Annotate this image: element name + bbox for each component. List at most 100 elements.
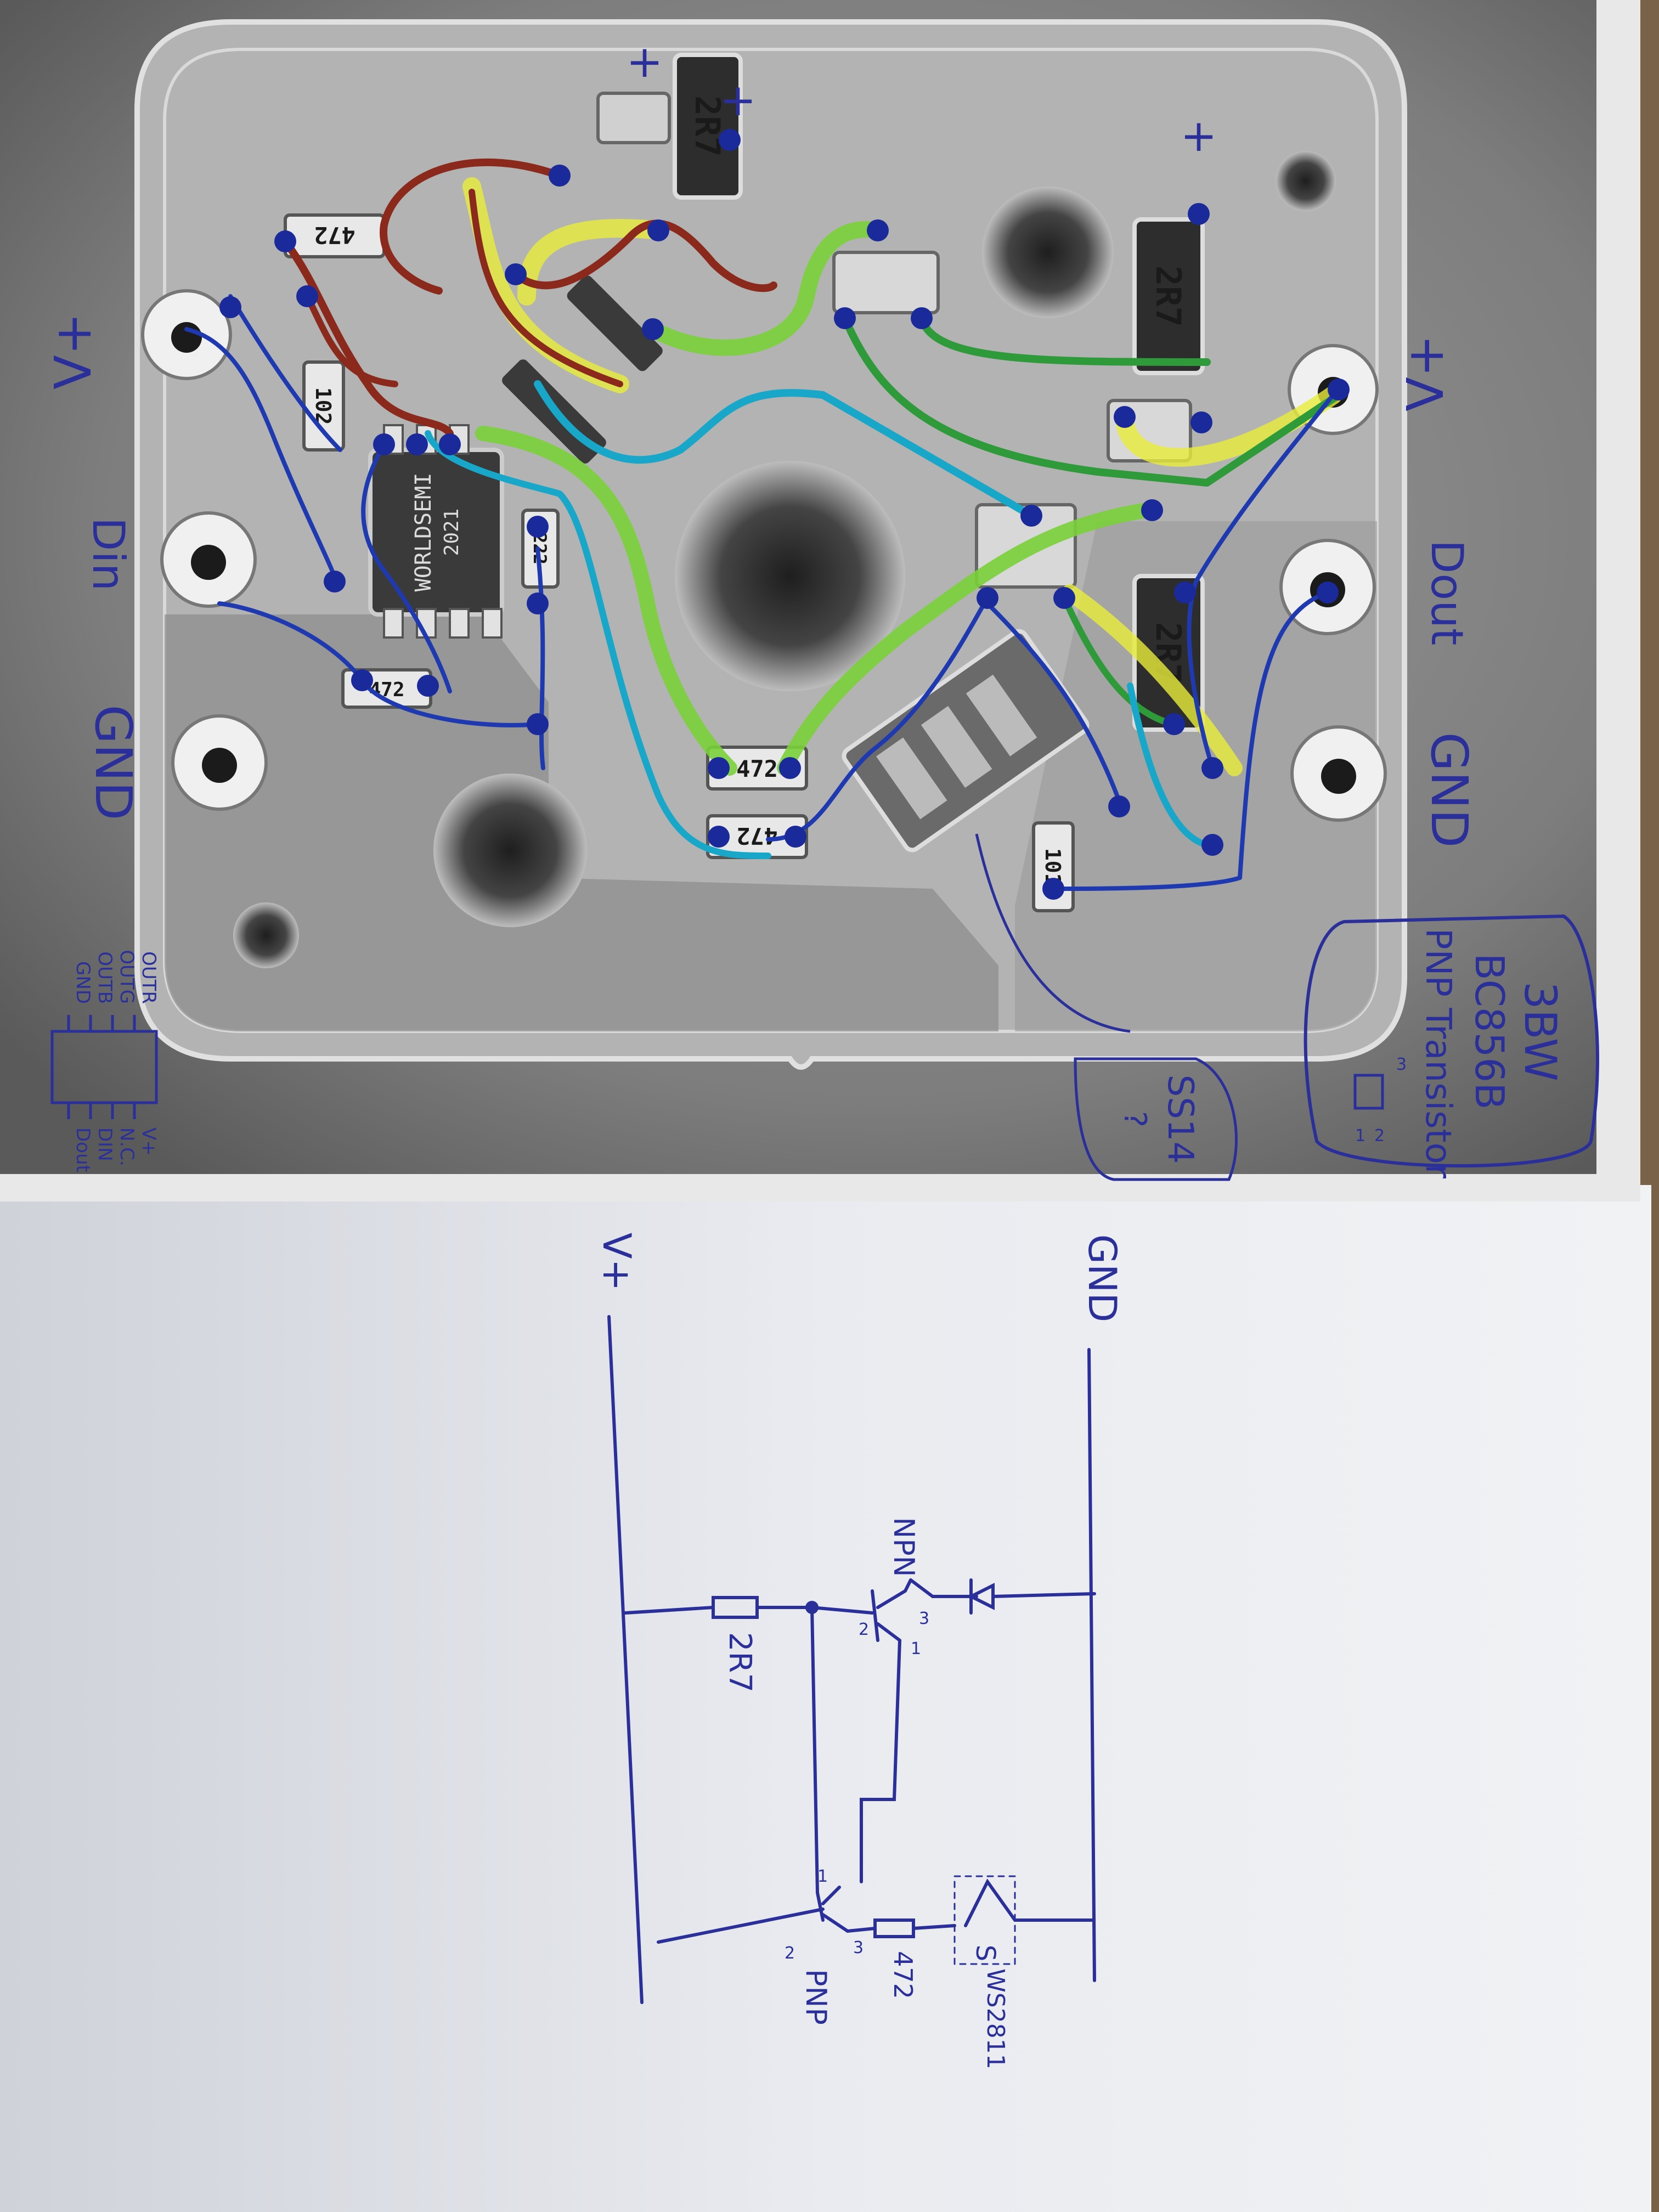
label-vplus-right: V+ <box>1396 335 1455 411</box>
pnp-pin-2: 2 <box>785 1944 795 1963</box>
hole-bottom-left <box>433 774 587 927</box>
transistor-note-bubble <box>1304 914 1599 1167</box>
schematic-label-gnd: GND <box>1080 1234 1125 1323</box>
resistor-472-a: 472 <box>284 213 386 258</box>
label-gnd-left: GND <box>84 705 143 821</box>
trace-green-1 <box>645 221 886 356</box>
schematic-switch <box>964 1878 1093 1927</box>
schematic <box>607 1315 1096 2004</box>
resistor-2r7-b: 2R7 <box>1132 217 1205 375</box>
ic-pin-gnd: GND <box>72 961 94 1004</box>
schottky-note: SS14 ? <box>975 833 1238 1181</box>
trace-cyan-2 <box>425 430 771 859</box>
label-dout: Dout <box>1421 540 1472 646</box>
trace-red-2 <box>304 293 398 387</box>
label-din: Din <box>83 517 134 591</box>
transistor-part: BC856B <box>1466 953 1513 1109</box>
schematic-label-npn: NPN <box>887 1517 920 1577</box>
trace-red-4 <box>469 189 623 387</box>
resistor-label-2r7-b: 2R7 <box>1148 266 1188 327</box>
solder-dots <box>219 129 1350 900</box>
trace-blue-1 <box>184 327 338 584</box>
schottky-question: ? <box>1117 1111 1153 1127</box>
label-plus-1: + <box>626 36 663 87</box>
resistor-102: 102 <box>302 360 345 452</box>
trace-green-6 <box>1061 595 1177 727</box>
schematic-npn <box>871 1578 912 1642</box>
ic-label-top: WORLDSEMI <box>411 473 436 592</box>
schematic-pnp <box>816 1886 849 1933</box>
schematic-wire-top <box>624 1606 715 1615</box>
pnp-pin-3: 3 <box>853 1938 864 1957</box>
copper-region-right <box>1015 521 1377 1031</box>
schottky-part: SS14 <box>1160 1075 1200 1164</box>
hole-top-right <box>982 187 1114 318</box>
schematic-label-vplus: V+ <box>594 1233 639 1291</box>
label-vplus-left: V+ <box>44 313 103 390</box>
led-chip <box>596 92 671 144</box>
schematic-label-ws2811: WS2811 <box>981 1968 1009 2069</box>
trace-cyan-1 <box>534 380 1035 520</box>
schematic-label-pnp: PNP <box>799 1969 832 2025</box>
ic-label-bottom: 2021 <box>441 509 463 556</box>
ic-pin-outb: OUTB <box>94 951 116 1004</box>
resistor-label-472-b: 472 <box>736 755 778 782</box>
label-plus-3: + <box>1180 110 1217 161</box>
transistor-note: 3BW BC856B PNP Transistor 1 2 3 <box>1353 928 1566 1179</box>
ic-pin-din: DIN <box>94 1127 116 1161</box>
trace-green-3 <box>918 314 1211 366</box>
trace-blue-2 <box>228 294 342 452</box>
trace-blue-5 <box>985 601 1121 803</box>
ws2811-ic: WORLDSEMI 2021 <box>368 448 504 617</box>
transistor-symbol-box <box>1353 1074 1384 1110</box>
resistor-label-2r7-a: 2R7 <box>687 95 727 157</box>
hole-small-bottom-left <box>233 902 299 968</box>
npn-pin-2: 2 <box>859 1620 869 1639</box>
ic-pin-nc: N.C. <box>116 1127 138 1166</box>
trace-yellow-4 <box>1062 584 1243 776</box>
center-hole <box>675 461 905 691</box>
ic-pin-outg: OUTG <box>116 950 138 1004</box>
trace-blue-3 <box>361 442 452 693</box>
trace-blue-7 <box>1187 393 1335 770</box>
npn-pin-1: 1 <box>911 1639 921 1658</box>
npn-pin-3: 3 <box>919 1609 929 1628</box>
resistor-label-472-d: 472 <box>369 679 404 701</box>
mounting-holes <box>233 151 1336 968</box>
trace-blue-4 <box>535 546 545 770</box>
trace-green-2 <box>841 314 1342 487</box>
label-plus-2: + <box>719 75 756 126</box>
photo-annotations: V+ Din GND V+ Dout GND + + + <box>44 36 1479 848</box>
copper-region-lower <box>165 614 998 1031</box>
schematic-label-2r7: 2R7 <box>722 1632 758 1692</box>
trace-cyan-3 <box>1127 682 1210 848</box>
transistor-type: PNP Transistor <box>1418 928 1458 1179</box>
ic-pinout-sketch: OUTR OUTG OUTB GND V+ N.C. DIN Dout <box>50 950 160 1172</box>
schottky-arrow <box>975 833 1131 1033</box>
smd-transistor-top <box>832 251 940 314</box>
schematic-label-472: 472 <box>888 1951 918 1999</box>
schematic-vplus-rail <box>607 1315 644 2004</box>
trace-green-5 <box>777 503 1154 776</box>
diode-slanted-2 <box>567 275 663 371</box>
label-gnd-right: GND <box>1420 732 1479 848</box>
trace-blue-8 <box>766 596 990 842</box>
transistor-pin-2: 2 <box>1374 1126 1385 1146</box>
ic-pin-dout: Dout <box>72 1127 94 1172</box>
resistor-label-472-a: 472 <box>314 222 356 249</box>
trace-green-4 <box>475 426 737 776</box>
schematic-label-s: S <box>970 1945 1001 1961</box>
ic-pin-vplus: V+ <box>138 1127 160 1156</box>
trace-red-1 <box>281 238 454 437</box>
resistor-2r7-a: 2R7 <box>673 53 743 200</box>
resistor-label-472-c: 472 <box>736 822 778 849</box>
trace-red-3 <box>380 158 563 295</box>
trace-blue-6 <box>1057 590 1330 891</box>
schematic-labels: V+ GND 2R7 NPN PNP 472 S WS2811 2 3 1 1 … <box>594 1233 1125 2069</box>
ic-pin-outr: OUTR <box>138 951 160 1004</box>
hole-small-top-right <box>1276 151 1336 211</box>
trace-yellow-3 <box>1115 386 1342 467</box>
schematic-sheet <box>0 1185 1651 2212</box>
transistor-pin-3: 3 <box>1396 1055 1407 1074</box>
